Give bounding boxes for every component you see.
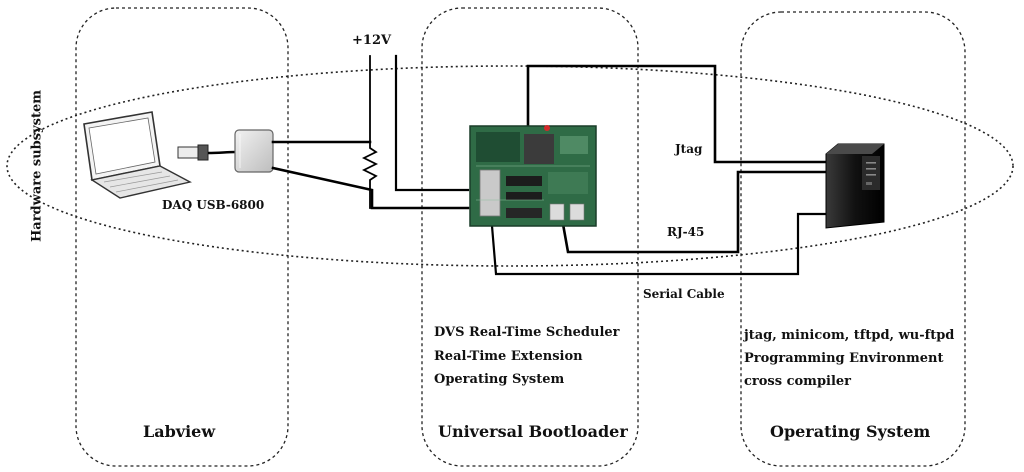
daq-wire-2 [271,166,470,210]
bootloader-feature-3: Operating System [434,372,565,387]
hardware-subsystem-label: Hardware subsystem [29,90,45,242]
power-label: +12V [352,33,392,48]
embedded-board-icon [469,125,597,227]
hardware-subsystem-ellipse [6,65,1014,267]
wiring [271,54,828,276]
os-column-box [740,11,966,467]
bootloader-title: Universal Bootloader [438,422,628,441]
power-wire-2 [394,54,470,192]
rj45-label: RJ-45 [667,225,705,239]
bootloader-feature-1: DVS Real-Time Scheduler [434,325,620,340]
os-feature-3: cross compiler [744,374,852,389]
daq-device-icon [234,129,274,173]
labview-title: Labview [143,422,216,441]
usb-plug-icon [177,144,237,161]
desktop-tower-icon [825,143,885,229]
os-feature-2: Programming Environment [744,351,944,366]
power-wire [361,55,379,209]
os-feature-1: jtag, minicom, tftpd, wu-ftpd [744,328,955,343]
serial-cable [490,212,828,276]
jtag-cable [526,64,828,164]
rj45-cable [561,170,828,254]
serial-cable-label: Serial Cable [643,287,725,301]
labview-column-box [75,7,289,467]
laptop-icon [83,111,192,199]
bootloader-feature-2: Real-Time Extension [434,349,583,364]
jtag-label: Jtag [675,142,703,156]
os-title: Operating System [770,422,931,441]
daq-label: DAQ USB-6800 [162,198,265,212]
bootloader-column-box [421,7,639,467]
